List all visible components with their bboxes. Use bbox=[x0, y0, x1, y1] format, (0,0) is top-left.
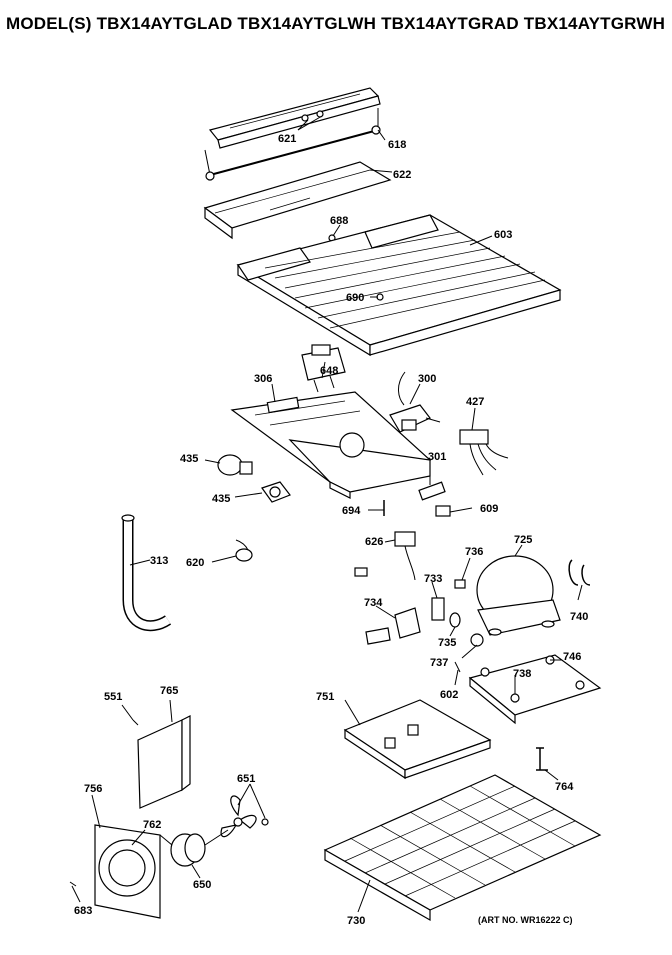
part-746-compressor-base bbox=[468, 654, 602, 725]
part-650-fan-motor bbox=[170, 829, 229, 867]
diagram-title: MODEL(S) TBX14AYTGLAD TBX14AYTGLWH TBX14… bbox=[6, 14, 666, 33]
label-620: 620 bbox=[186, 557, 204, 569]
label-427: 427 bbox=[466, 396, 484, 408]
label-751: 751 bbox=[316, 691, 334, 703]
part-626-wire-connector bbox=[354, 531, 416, 581]
label-551: 551 bbox=[104, 691, 122, 703]
part-756-fan-shroud bbox=[94, 824, 173, 919]
label-690: 690 bbox=[346, 292, 364, 304]
part-683-screw bbox=[69, 881, 77, 887]
label-301: 301 bbox=[428, 451, 446, 463]
label-764: 764 bbox=[555, 781, 574, 793]
part-733-relay bbox=[431, 597, 445, 621]
label-622: 622 bbox=[393, 169, 411, 181]
part-651-fan-blade bbox=[220, 795, 269, 838]
part-609-clip bbox=[435, 505, 451, 517]
label-730: 730 bbox=[347, 915, 365, 927]
part-301-component bbox=[418, 481, 446, 501]
label-621: 621 bbox=[278, 133, 296, 145]
label-733: 733 bbox=[424, 573, 442, 585]
label-694: 694 bbox=[342, 505, 361, 517]
part-618-rod bbox=[204, 108, 381, 181]
part-725-compressor bbox=[476, 555, 561, 636]
label-738: 738 bbox=[513, 668, 531, 680]
part-435-socket bbox=[261, 481, 291, 503]
part-764-hinge bbox=[536, 747, 548, 771]
label-603: 603 bbox=[494, 229, 512, 241]
part-labels: 621 618 622 688 603 690 648 306 300 427 … bbox=[74, 133, 588, 927]
part-735-cap bbox=[449, 612, 461, 628]
part-736-cover bbox=[454, 579, 466, 589]
label-737: 737 bbox=[430, 657, 448, 669]
part-648-block bbox=[301, 344, 346, 393]
part-313-drain-tube bbox=[121, 514, 172, 632]
part-740-clips bbox=[568, 559, 591, 586]
label-602: 602 bbox=[440, 689, 458, 701]
label-650: 650 bbox=[193, 879, 211, 891]
label-740: 740 bbox=[570, 611, 588, 623]
label-648: 648 bbox=[320, 365, 338, 377]
leader-lines bbox=[71, 115, 583, 913]
label-683: 683 bbox=[74, 905, 92, 917]
label-734: 734 bbox=[364, 597, 383, 609]
part-765-panel bbox=[137, 715, 191, 809]
part-751-drain-pan bbox=[343, 699, 492, 780]
part-427-connector bbox=[459, 429, 509, 476]
label-688: 688 bbox=[330, 215, 348, 227]
part-734-overload bbox=[365, 607, 421, 645]
part-730-condenser bbox=[323, 774, 602, 922]
label-736: 736 bbox=[465, 546, 483, 558]
art-number: (ART NO. WR16222 C) bbox=[478, 915, 573, 925]
label-765: 765 bbox=[160, 685, 178, 697]
label-756: 756 bbox=[84, 783, 102, 795]
label-651: 651 bbox=[237, 773, 255, 785]
label-735: 735 bbox=[438, 637, 456, 649]
label-313: 313 bbox=[150, 555, 168, 567]
label-626: 626 bbox=[365, 536, 383, 548]
part-603-drain-tray bbox=[236, 214, 562, 357]
part-435-light-bulb bbox=[217, 454, 253, 476]
part-620-grommet bbox=[235, 539, 253, 562]
label-435-bulb: 435 bbox=[180, 453, 198, 465]
label-746: 746 bbox=[563, 651, 581, 663]
part-300-switch bbox=[389, 371, 441, 433]
part-622-channel bbox=[203, 161, 392, 240]
label-618: 618 bbox=[388, 139, 406, 151]
part-737-grommet bbox=[470, 633, 484, 647]
label-306: 306 bbox=[254, 373, 272, 385]
label-725: 725 bbox=[514, 534, 532, 546]
label-300: 300 bbox=[418, 373, 436, 385]
label-762: 762 bbox=[143, 819, 161, 831]
part-551-screw bbox=[132, 719, 139, 726]
part-602-screw bbox=[454, 661, 461, 673]
part-306-control-housing bbox=[230, 391, 432, 499]
label-609: 609 bbox=[480, 503, 498, 515]
label-435-socket: 435 bbox=[212, 493, 230, 505]
